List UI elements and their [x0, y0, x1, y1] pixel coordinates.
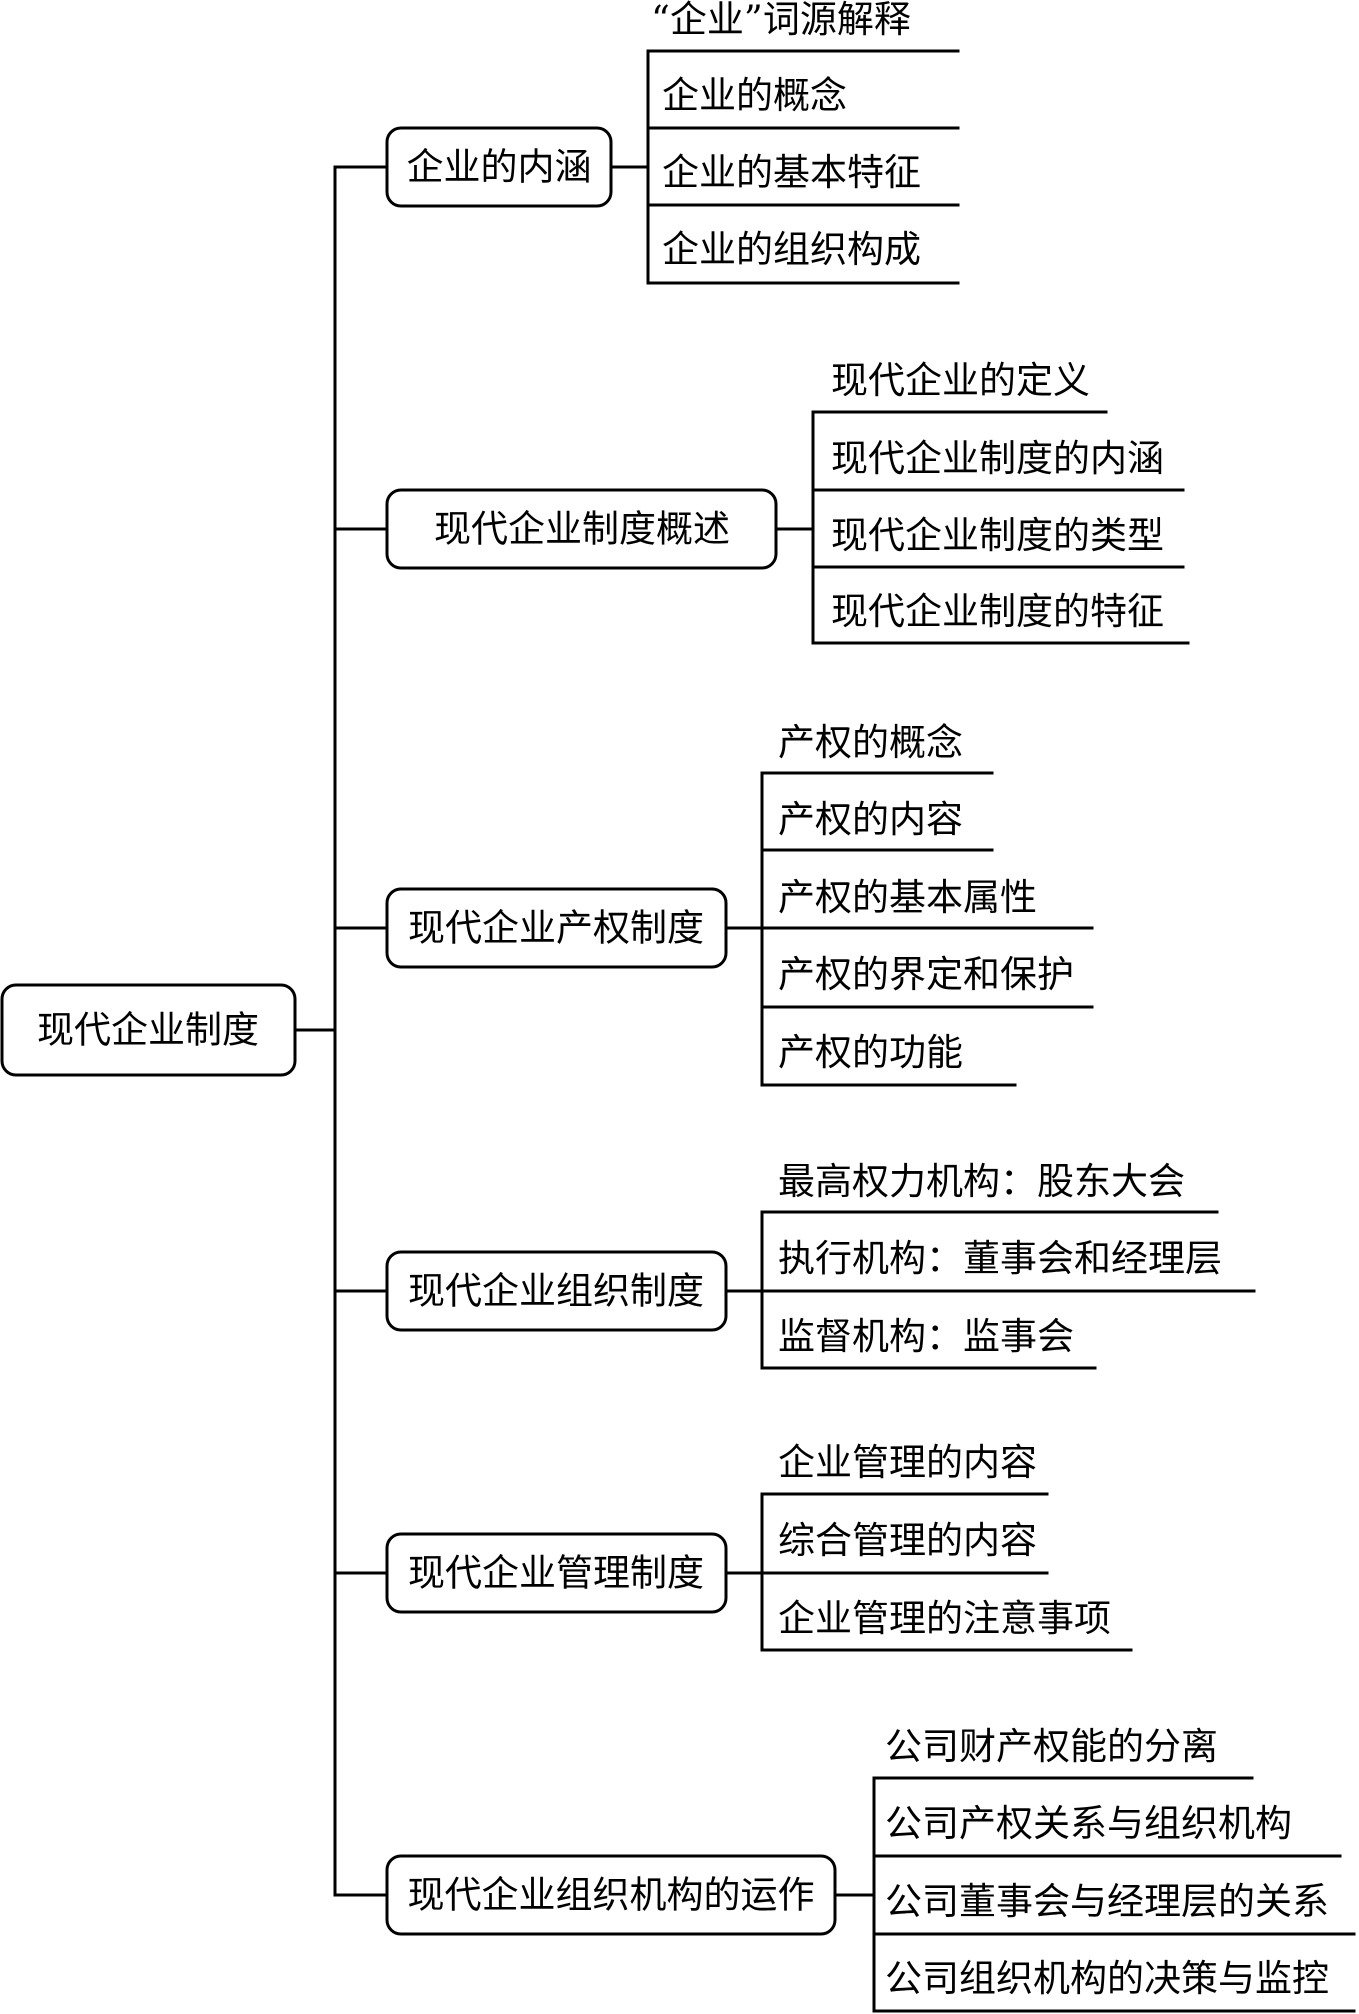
- root-node-label: 现代企业制度: [37, 1009, 259, 1052]
- leaf-label: 产权的内容: [778, 798, 963, 841]
- branch-group: 现代企业组织机构的运作 公司财产权能的分离 公司产权关系与组织机构 公司董事会与…: [333, 1725, 1356, 2013]
- leaf-label: 现代企业制度的特征: [831, 590, 1164, 633]
- leaf-label: 现代企业制度的类型: [831, 514, 1164, 557]
- leaf-label: 产权的基本属性: [778, 876, 1037, 919]
- leaf-label: 企业的概念: [662, 74, 847, 117]
- branch-node-label: 现代企业产权制度: [408, 907, 704, 950]
- leaf-label: 企业的基本特征: [662, 151, 921, 194]
- branch-node-label: 企业的内涵: [407, 146, 592, 189]
- branch-group: 企业的内涵 “企业”词源解释 企业的概念 企业的基本特征 企业的组织构成: [333, 0, 960, 285]
- leaf-label: “企业”词源解释: [651, 0, 911, 41]
- branch-group: 现代企业制度概述 现代企业的定义 现代企业制度的内涵 现代企业制度的类型 现代企…: [333, 359, 1190, 645]
- leaf-label: 产权的概念: [778, 721, 963, 764]
- branch-group: 现代企业组织制度 最高权力机构：股东大会 执行机构：董事会和经理层 监督机构：监…: [333, 1160, 1256, 1370]
- leaf-label: 公司财产权能的分离: [885, 1725, 1218, 1768]
- branch-node-label: 现代企业制度概述: [434, 508, 730, 551]
- leaf-label: 公司董事会与经理层的关系: [885, 1880, 1329, 1923]
- leaf-label: 企业管理的内容: [778, 1441, 1037, 1484]
- leaf-label: 企业管理的注意事项: [778, 1597, 1111, 1640]
- leaf-label: 最高权力机构：股东大会: [778, 1160, 1185, 1203]
- root-node: 现代企业制度: [0, 983, 297, 1077]
- leaf-label: 企业的组织构成: [662, 228, 921, 271]
- leaf-label: 产权的界定和保护: [778, 953, 1074, 996]
- branch-node-label: 现代企业组织机构的运作: [408, 1874, 815, 1917]
- branch-group: 现代企业产权制度 产权的概念 产权的内容 产权的基本属性 产权的界定和保护 产权…: [333, 721, 1094, 1087]
- branch-node-label: 现代企业管理制度: [408, 1552, 704, 1595]
- leaf-label: 公司组织机构的决策与监控: [885, 1957, 1329, 2000]
- leaf-label: 综合管理的内容: [778, 1519, 1037, 1562]
- branch-node-label: 现代企业组织制度: [408, 1270, 704, 1313]
- branch-group: 现代企业管理制度 企业管理的内容 综合管理的内容 企业管理的注意事项: [333, 1441, 1133, 1652]
- leaf-label: 执行机构：董事会和经理层: [778, 1237, 1222, 1280]
- leaf-label: 现代企业的定义: [831, 359, 1090, 402]
- leaf-label: 现代企业制度的内涵: [831, 437, 1164, 480]
- leaf-label: 监督机构：监事会: [778, 1315, 1074, 1358]
- leaf-label: 产权的功能: [778, 1031, 963, 1074]
- leaf-label: 公司产权关系与组织机构: [885, 1802, 1292, 1845]
